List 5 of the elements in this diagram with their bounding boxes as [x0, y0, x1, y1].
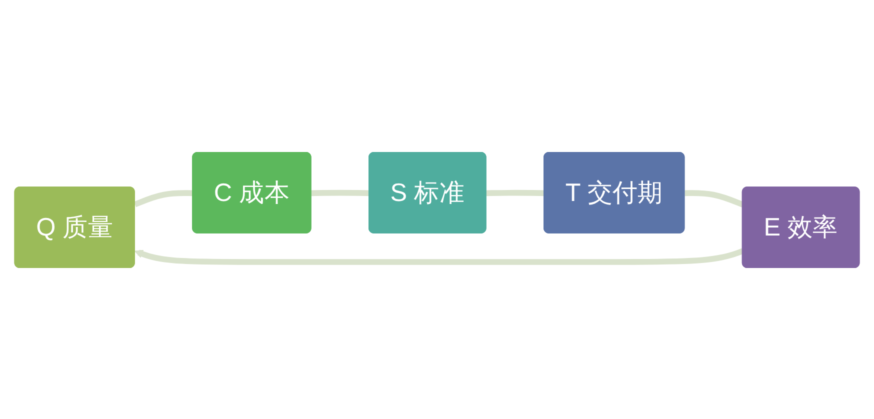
connector [134, 190, 194, 207]
connector [311, 189, 370, 196]
connector [684, 190, 744, 207]
arrow [134, 248, 744, 264]
connector [486, 189, 545, 196]
